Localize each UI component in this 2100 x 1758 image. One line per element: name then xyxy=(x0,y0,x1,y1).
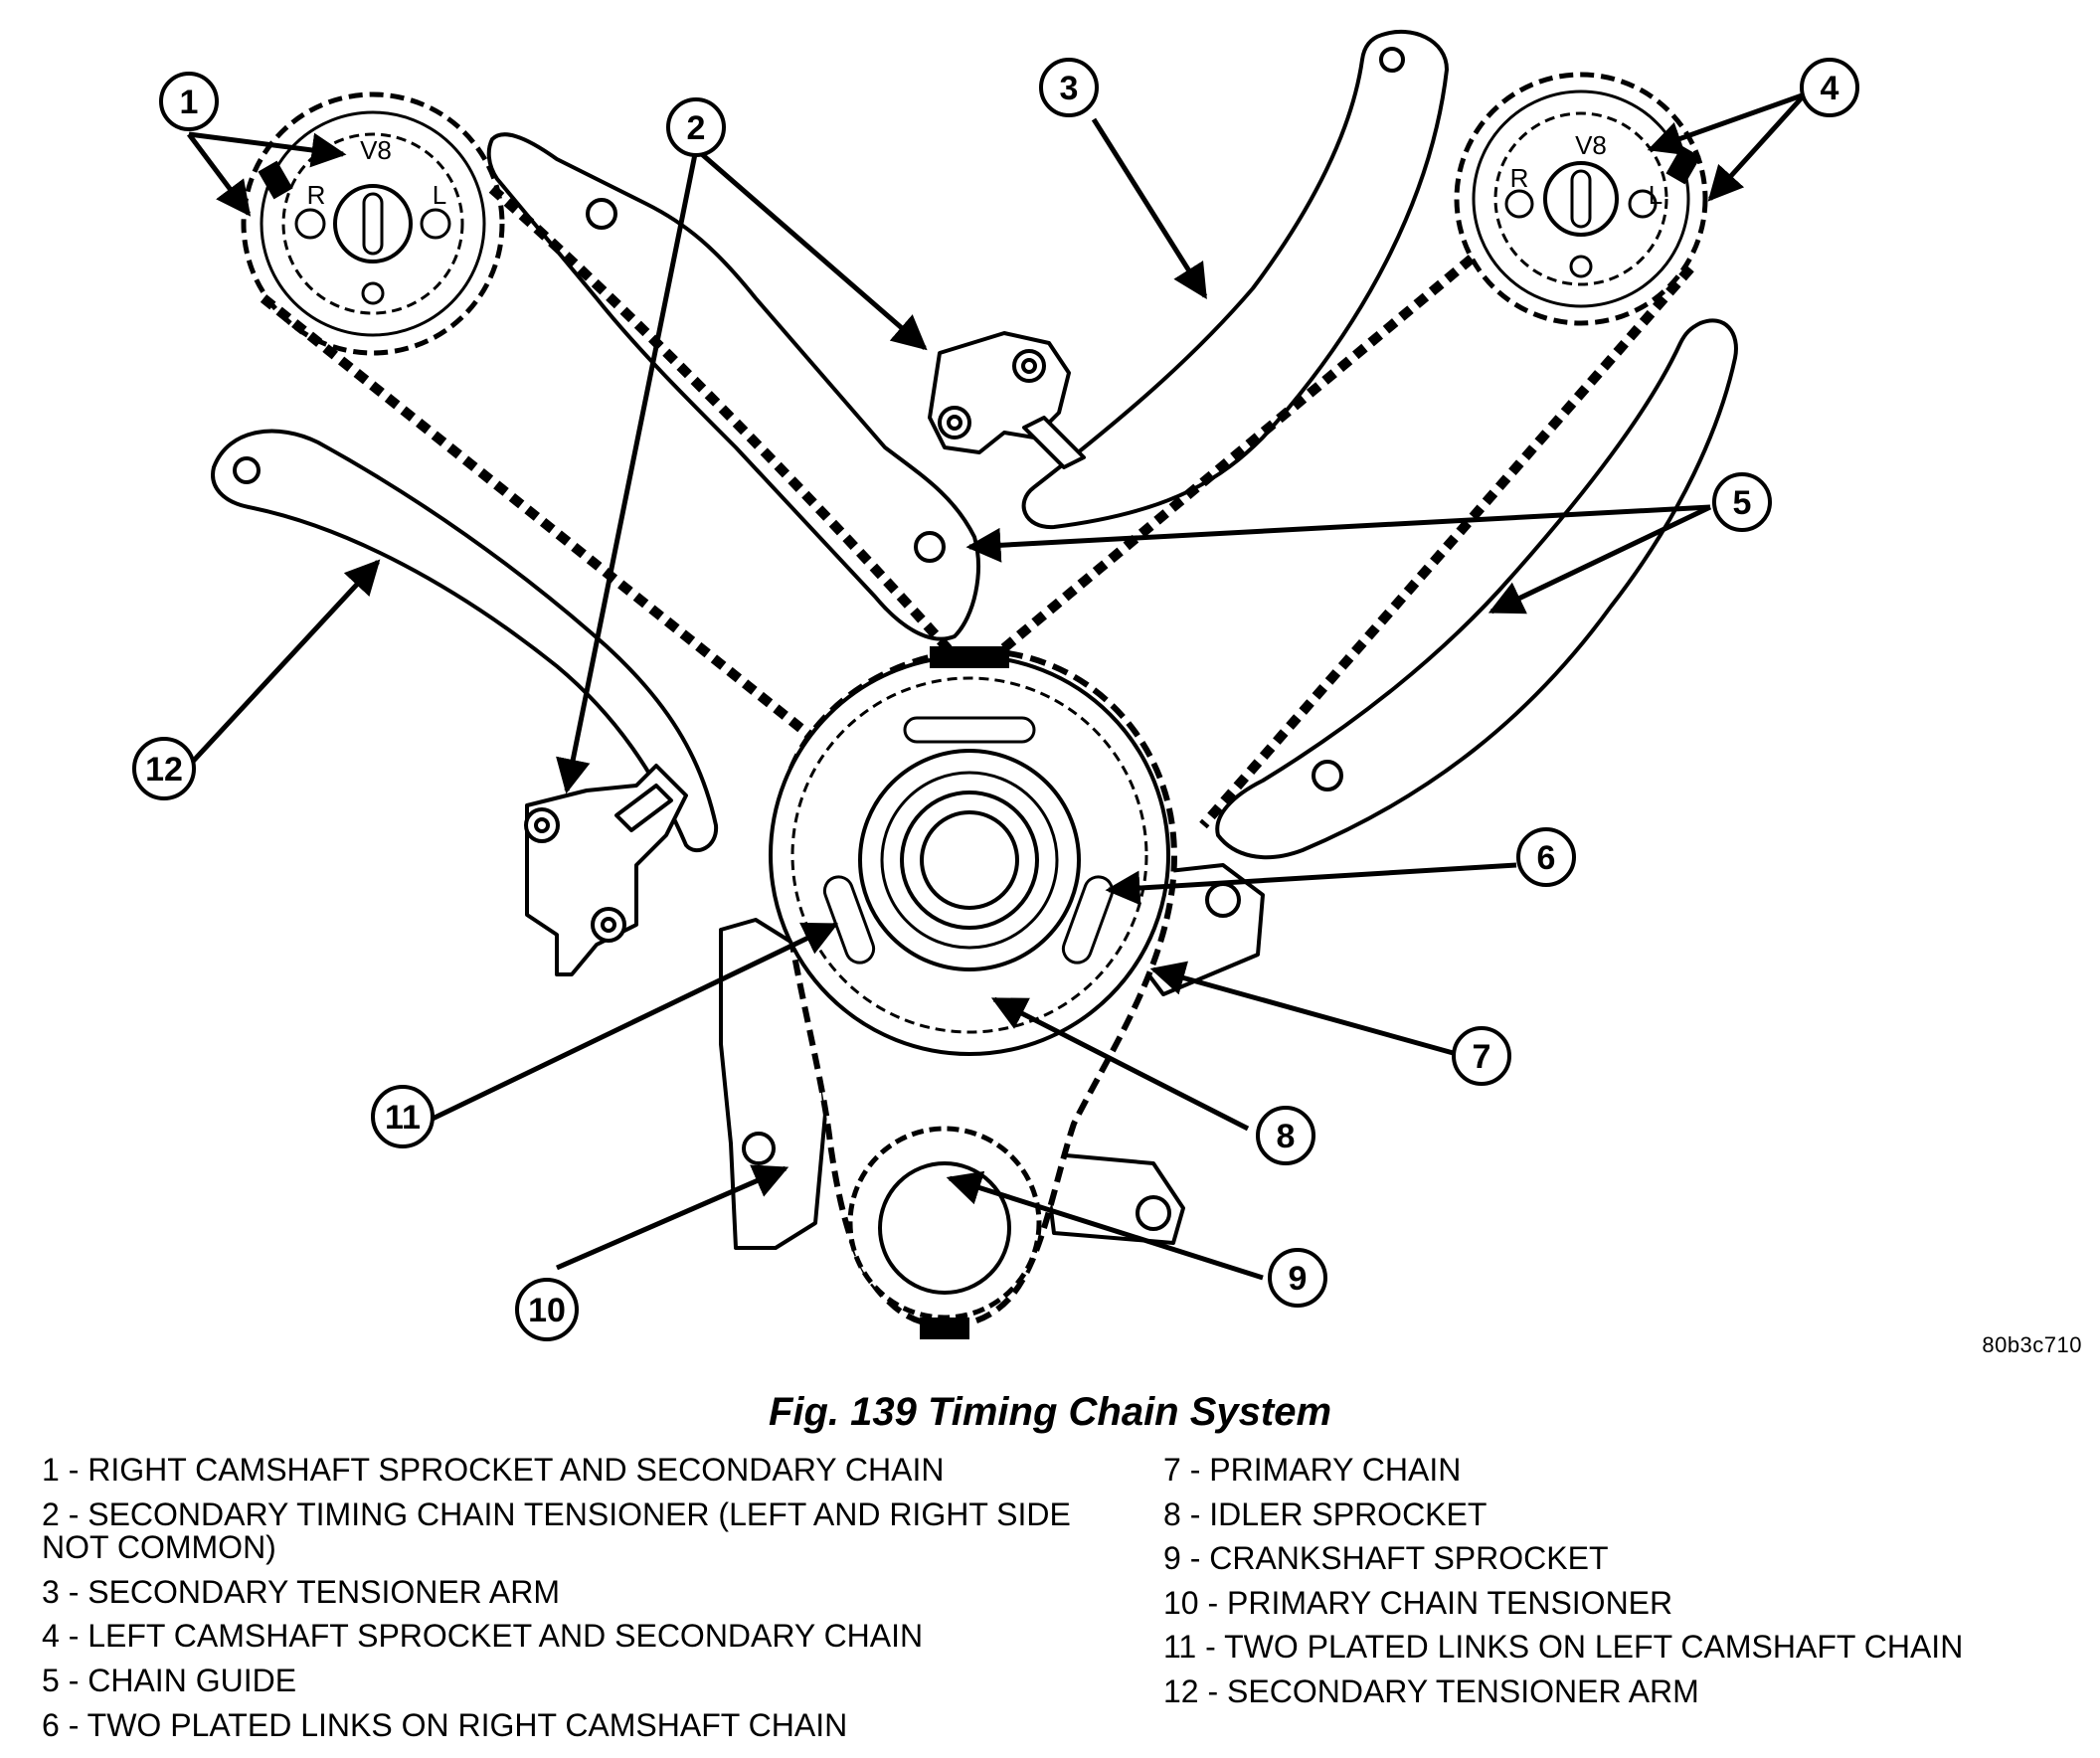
callout-7-label: 7 xyxy=(1473,1038,1491,1076)
crankshaft-sprocket xyxy=(847,1126,1042,1339)
callout-2: 2 xyxy=(666,97,726,157)
callout-11-label: 11 xyxy=(385,1099,421,1137)
timing-chain-diagram: V8 R L V8 R L xyxy=(132,29,1859,1341)
secondary-tensioner-arm-right xyxy=(1021,29,1449,530)
callout-12-label: 12 xyxy=(145,751,183,789)
right-sprocket-r-mark: R xyxy=(307,180,326,210)
legend-item: 4 - LEFT CAMSHAFT SPROCKET AND SECONDARY… xyxy=(42,1618,924,1655)
callout-2-label: 2 xyxy=(687,109,706,147)
callout-7: 7 xyxy=(1452,1026,1511,1086)
legend-item: 7 - PRIMARY CHAIN xyxy=(1163,1452,1462,1488)
legend-item: 5 - CHAIN GUIDE xyxy=(42,1662,297,1698)
legend-item: 1 - RIGHT CAMSHAFT SPROCKET AND SECONDAR… xyxy=(42,1452,945,1488)
legend-item: 8 - IDLER SPROCKET xyxy=(1163,1495,1488,1532)
callout-3-label: 3 xyxy=(1060,70,1079,107)
legend-item: 6 - TWO PLATED LINKS ON RIGHT CAMSHAFT C… xyxy=(42,1706,848,1743)
legend-left-column: 1 - RIGHT CAMSHAFT SPROCKET AND SECONDAR… xyxy=(42,1452,1096,1753)
callout-4: 4 xyxy=(1800,58,1859,117)
idler-sprocket xyxy=(769,646,1177,1329)
legend-right-column: 7 - PRIMARY CHAIN 8 - IDLER SPROCKET 9 -… xyxy=(1163,1452,2078,1720)
callout-6: 6 xyxy=(1516,827,1576,887)
secondary-chain-tensioner-right xyxy=(928,331,1086,469)
callout-1-label: 1 xyxy=(180,84,199,121)
callout-1: 1 xyxy=(159,72,219,131)
callout-10-label: 10 xyxy=(528,1292,566,1329)
leader-arrows xyxy=(187,91,1807,1281)
left-sprocket-l-mark: L xyxy=(1649,180,1662,210)
legend-item: 11 - TWO PLATED LINKS ON LEFT CAMSHAFT C… xyxy=(1163,1629,1964,1666)
callout-6-label: 6 xyxy=(1537,839,1556,877)
left-camshaft-sprocket: V8 R L xyxy=(1454,72,1708,326)
figure-title: Fig. 139 Timing Chain System xyxy=(768,1390,1332,1434)
right-sprocket-v8-mark: V8 xyxy=(360,135,392,165)
legend-item: 2 - SECONDARY TIMING CHAIN TENSIONER (LE… xyxy=(42,1495,1080,1566)
chain-guide-right xyxy=(1215,318,1738,860)
chain-guide-left xyxy=(486,132,980,641)
right-camshaft-sprocket: V8 R L xyxy=(241,91,505,356)
callout-10: 10 xyxy=(515,1278,579,1341)
secondary-chains xyxy=(260,185,1694,829)
callout-8-label: 8 xyxy=(1277,1118,1296,1155)
callout-12: 12 xyxy=(132,737,196,800)
image-code: 80b3c710 xyxy=(1982,1332,2082,1357)
secondary-tensioner-arm-left xyxy=(211,429,719,853)
callout-8: 8 xyxy=(1256,1106,1315,1165)
callout-11: 11 xyxy=(371,1085,435,1148)
secondary-chain-tensioner-left xyxy=(524,764,688,976)
callout-9: 9 xyxy=(1268,1248,1327,1308)
callout-3: 3 xyxy=(1039,58,1099,117)
legend-item: 9 - CRANKSHAFT SPROCKET xyxy=(1163,1540,1609,1577)
left-sprocket-r-mark: R xyxy=(1510,163,1529,193)
left-sprocket-v8-mark: V8 xyxy=(1575,130,1607,160)
legend-item: 3 - SECONDARY TENSIONER ARM xyxy=(42,1573,561,1610)
legend-item: 10 - PRIMARY CHAIN TENSIONER xyxy=(1163,1584,1673,1621)
callout-5-label: 5 xyxy=(1733,484,1752,522)
callout-4-label: 4 xyxy=(1821,70,1839,107)
callout-9-label: 9 xyxy=(1289,1260,1308,1298)
primary-chain-tensioner xyxy=(719,918,827,1250)
legend-item: 12 - SECONDARY TENSIONER ARM xyxy=(1163,1672,1699,1709)
callout-5: 5 xyxy=(1712,472,1772,532)
right-sprocket-l-mark: L xyxy=(433,180,446,210)
